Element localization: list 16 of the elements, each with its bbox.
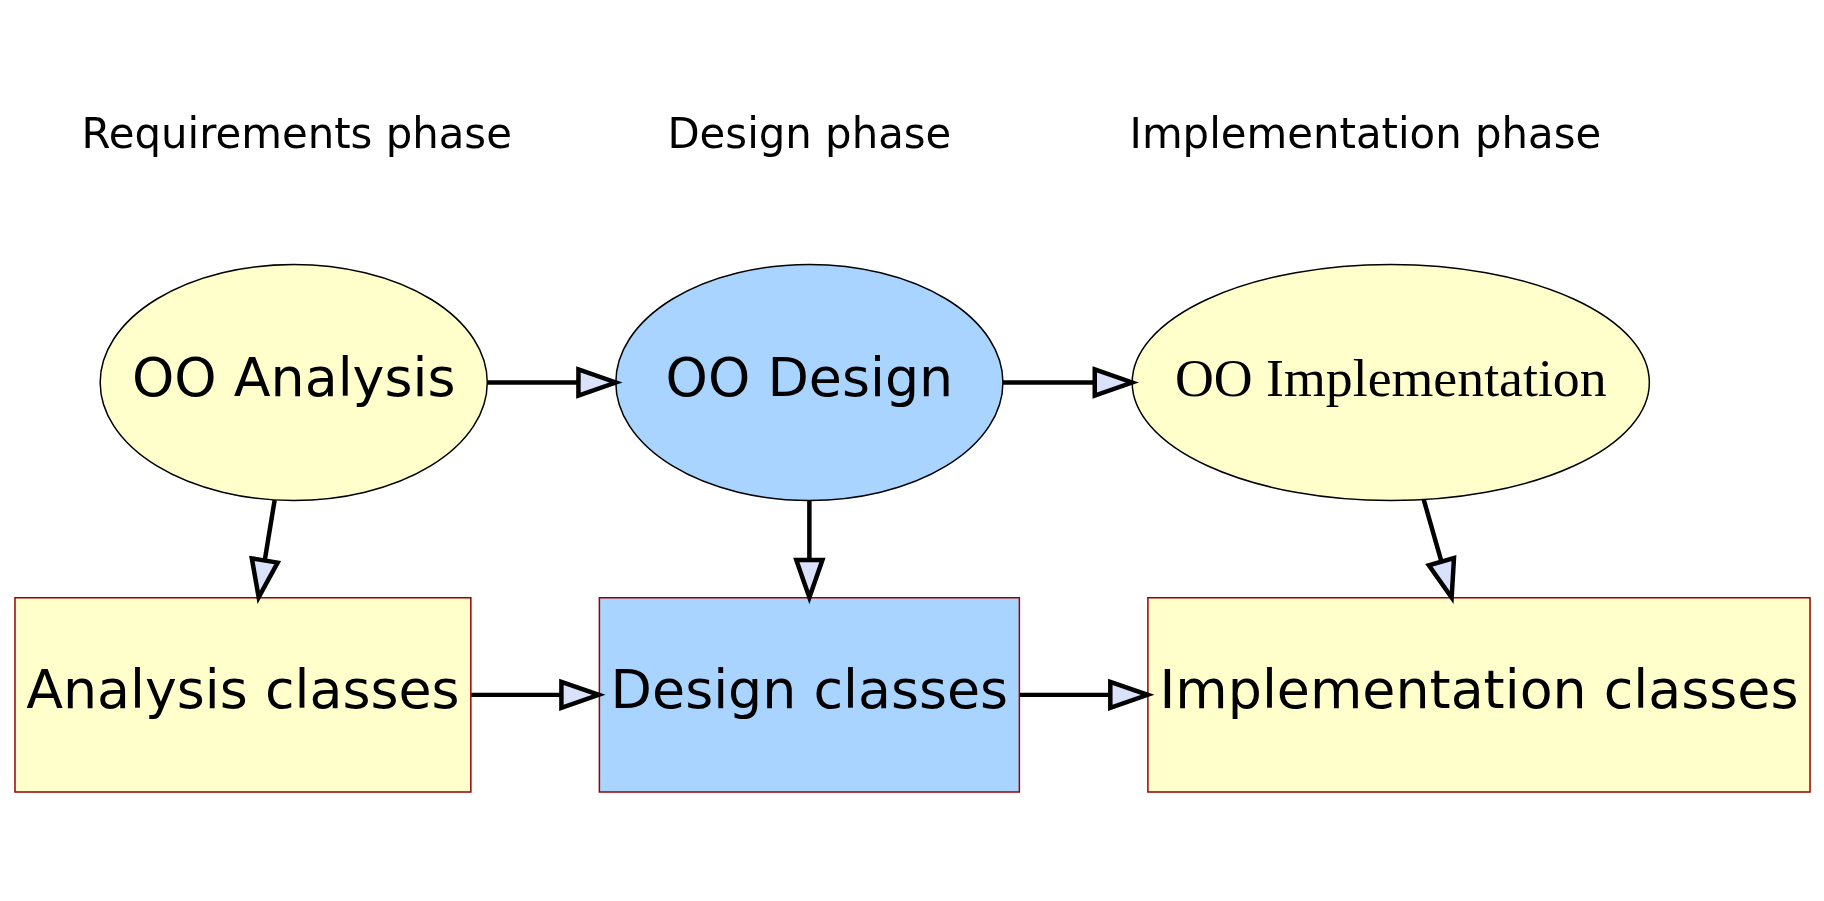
node-ellipse: OO Implementation — [1130, 263, 1650, 502]
node-box: Implementation classes — [1146, 596, 1811, 793]
arrow — [470, 678, 606, 712]
node-box: Analysis classes — [13, 596, 472, 793]
node-box: Design classes — [598, 596, 1020, 793]
node-ellipse: OO Analysis — [98, 263, 488, 502]
arrow — [1002, 366, 1139, 399]
arrow — [792, 500, 826, 605]
arrow — [1421, 499, 1456, 605]
label: Design phase — [666, 109, 951, 159]
arrow — [487, 366, 623, 399]
node-ellipse: OO Design — [614, 263, 1004, 502]
arrow — [248, 499, 281, 605]
arrow — [1019, 678, 1154, 712]
label: Requirements phase — [81, 109, 512, 159]
label: Implementation phase — [1129, 109, 1601, 159]
